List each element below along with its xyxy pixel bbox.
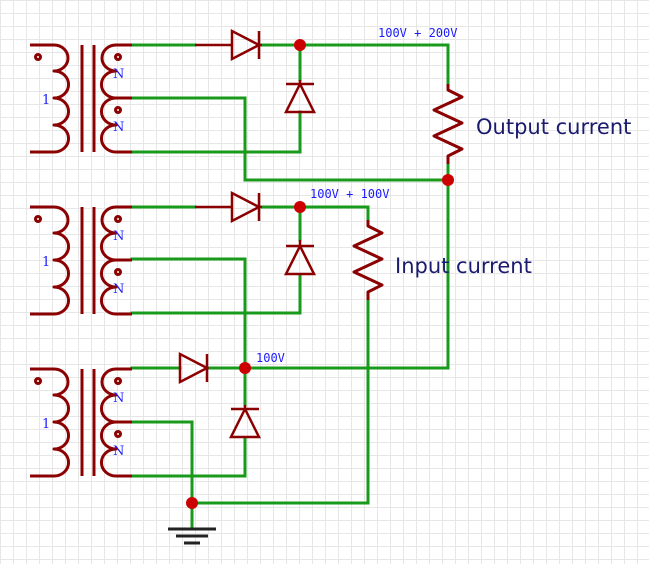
- output-current-label: Output current: [476, 115, 631, 139]
- junction-node-bottom: [239, 362, 251, 374]
- junction-node-output: [442, 174, 454, 186]
- diode-shunt-3: [228, 405, 262, 439]
- wire-t2-bot: [130, 273, 302, 315]
- net-label-top: 100V + 200V: [378, 26, 457, 40]
- transformer-3: [30, 367, 132, 478]
- junction-node-mid: [294, 201, 306, 213]
- net-label-mid: 100V + 100V: [310, 187, 389, 201]
- net-label-bottom: 100V: [256, 351, 285, 365]
- transformer-3-winding-upper: N: [113, 391, 124, 406]
- wire-rin-down: [190, 298, 370, 505]
- wire-t3-mid: [130, 420, 194, 505]
- transformer-1-ratio: 1: [42, 93, 50, 108]
- input-current-label: Input current: [395, 254, 532, 278]
- transformer-2-winding-lower: N: [113, 282, 124, 297]
- wire-t3-bot: [130, 436, 247, 478]
- diode-shunt-1: [283, 80, 317, 114]
- ground-symbol: [168, 527, 216, 545]
- transformer-1: [30, 43, 132, 154]
- diode-series-3: [178, 351, 210, 385]
- transformer-2-ratio: 1: [42, 255, 50, 270]
- diode-shunt-2: [283, 240, 317, 276]
- transformer-2: [30, 205, 132, 316]
- diode-series-2: [195, 190, 262, 224]
- transformer-1-winding-lower: N: [113, 120, 124, 135]
- resistor-input: [352, 220, 384, 300]
- resistor-output: [432, 84, 464, 164]
- wire-t1-bot: [130, 110, 302, 154]
- transformer-1-winding-upper: N: [113, 67, 124, 82]
- wire-node2-to-rin: [298, 205, 370, 222]
- transformer-3-ratio: 1: [42, 417, 50, 432]
- wire-t2-mid: [130, 257, 247, 370]
- wire-t1-mid: [130, 96, 450, 182]
- junction-node-ground: [186, 497, 198, 509]
- junction-node-top: [294, 39, 306, 51]
- transformer-2-winding-upper: N: [113, 229, 124, 244]
- transformer-3-winding-lower: N: [113, 444, 124, 459]
- wire-node1-to-rout: [298, 43, 450, 86]
- diode-series-1: [195, 28, 262, 62]
- wires: [130, 43, 450, 529]
